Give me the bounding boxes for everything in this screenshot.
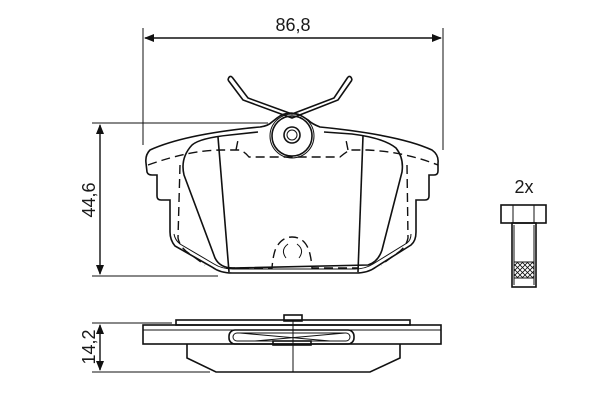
friction-material [182,131,404,269]
pad-front-view [145,75,439,274]
thickness-label: 14,2 [79,329,99,364]
spring-clip [227,75,353,119]
height-dimension: 44,6 [79,122,268,277]
backing-plate-outline [145,112,439,274]
bolt-icon [500,204,547,288]
center-pin [269,113,315,159]
height-label: 44,6 [79,182,99,217]
pad-side-view: 14,2 [79,314,442,373]
bolt-accessory: 2x [500,177,547,288]
width-label: 86,8 [275,15,310,35]
quantity-label: 2x [514,177,533,197]
width-dimension: 86,8 [142,15,444,150]
